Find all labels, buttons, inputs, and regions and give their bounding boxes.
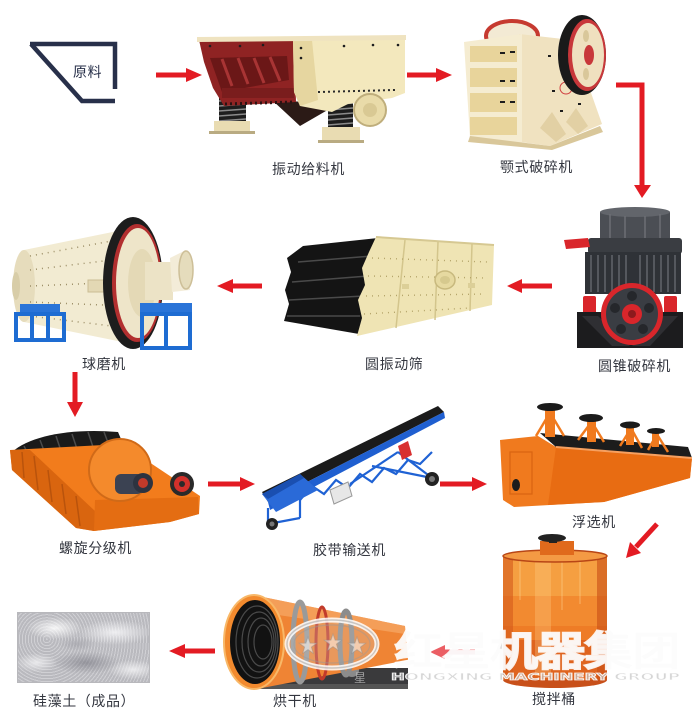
- spiral-classifier-image: [10, 430, 200, 531]
- arrow-jaw-crusher-to-cone-crusher: [616, 82, 651, 198]
- flotation-machine-image: [500, 403, 693, 507]
- raw-material-icon: [29, 41, 118, 104]
- arrow-screen-to-ball-mill: [217, 279, 262, 293]
- jaw-crusher-image: [464, 15, 606, 150]
- jaw-crusher-label: 颚式破碎机: [500, 160, 573, 176]
- arrow-cone-crusher-to-screen: [507, 279, 552, 293]
- flow-arrows: [67, 68, 659, 659]
- arrow-agitation-tank-to-dryer: [430, 645, 475, 659]
- rotary-dryer-image: [223, 594, 408, 690]
- finished-product-label: 硅藻土（成品）: [33, 694, 136, 710]
- belt-conveyor-label: 胶带输送机: [313, 543, 386, 559]
- arrow-raw-material-to-feeder: [156, 68, 202, 82]
- dryer-label: 烘干机: [273, 694, 317, 710]
- diatomite-powder-image: [17, 612, 150, 683]
- vibrating-screen-label: 圆振动筛: [365, 357, 424, 373]
- ball-mill-label: 球磨机: [82, 357, 126, 373]
- arrow-classifier-to-conveyor: [208, 477, 255, 491]
- flotation-machine-label: 浮选机: [572, 515, 616, 531]
- cone-crusher-image: [564, 207, 683, 348]
- agitation-tank-image: [502, 534, 608, 688]
- arrow-flotation-to-agitation-tank: [626, 522, 659, 558]
- cone-crusher-label: 圆锥破碎机: [598, 359, 671, 375]
- arrow-conveyor-to-flotation: [440, 477, 487, 491]
- ball-mill-image: [12, 217, 194, 350]
- arrow-dryer-to-product: [169, 644, 215, 658]
- belt-conveyor-image: [262, 406, 445, 530]
- arrow-feeder-to-jaw-crusher: [407, 68, 452, 82]
- vibrating-feeder-label: 振动给料机: [272, 162, 345, 178]
- vibrating-screen-image: [284, 236, 495, 336]
- arrow-ball-mill-to-classifier: [67, 372, 83, 417]
- agitation-tank-label: 搅拌桶: [532, 692, 576, 708]
- raw-material-label: 原料: [73, 65, 102, 81]
- vibrating-feeder-image: [197, 35, 406, 143]
- spiral-classifier-label: 螺旋分级机: [59, 541, 132, 557]
